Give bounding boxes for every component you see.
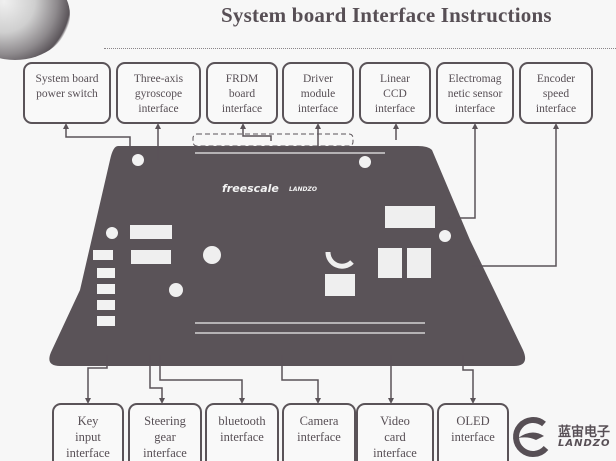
label-line: Camera: [299, 414, 339, 428]
label-line: input: [75, 430, 101, 444]
board-connectors: [130, 206, 435, 297]
label-line: interface: [143, 446, 187, 460]
label-line: module: [300, 88, 336, 100]
label-camera: Camera interface: [282, 403, 356, 461]
label-line: speed: [542, 88, 570, 100]
key-buttons: [93, 250, 115, 326]
label-electromagnetic: Electromag netic sensor interface: [436, 62, 514, 124]
label-video-card: Video card interface: [356, 403, 434, 461]
label-line: Steering: [144, 414, 186, 428]
header-divider: [104, 48, 616, 49]
label-line: interface: [221, 103, 263, 115]
label-encoder: Encoder speed interface: [519, 62, 593, 124]
label-gyroscope: Three-axis gyroscope interface: [116, 62, 201, 124]
label-power-switch: System board power switch: [23, 62, 111, 124]
mount-hole: [132, 154, 144, 166]
label-line: netic sensor: [447, 88, 503, 100]
label-line: Three-axis: [133, 73, 184, 85]
label-bluetooth: bluetooth interface: [205, 403, 279, 461]
label-line: Encoder: [536, 73, 576, 85]
label-key-input: Key input interface: [52, 403, 124, 461]
label-line: System board: [35, 73, 99, 85]
label-line: interface: [454, 103, 496, 115]
label-line: interface: [138, 103, 179, 115]
label-frdm: FRDM board interface: [206, 62, 278, 124]
label-linear-ccd: Linear CCD interface: [359, 62, 431, 124]
label-line: card: [384, 430, 406, 444]
label-line: interface: [451, 430, 495, 444]
label-line: gear: [154, 430, 176, 444]
label-line: interface: [535, 103, 577, 115]
label-line: Video: [380, 414, 410, 428]
logo-latin-text: LANDZO: [558, 438, 611, 449]
label-driver: Driver module interface: [282, 62, 354, 124]
label-line: bluetooth: [218, 414, 266, 428]
label-line: Key: [77, 414, 99, 428]
label-line: interface: [374, 103, 416, 115]
mount-hole: [439, 230, 451, 242]
label-line: interface: [373, 446, 417, 460]
label-line: interface: [66, 446, 110, 460]
label-line: interface: [297, 430, 341, 444]
label-line: Driver: [302, 73, 333, 85]
board-brand-silkscreen: freescale: [222, 182, 279, 195]
system-board: [49, 146, 526, 366]
label-line: power switch: [36, 88, 98, 100]
label-line: gyroscope: [134, 88, 183, 100]
label-line: CCD: [383, 88, 407, 100]
label-line: board: [228, 88, 256, 100]
label-line: Linear: [379, 73, 410, 85]
label-oled: OLED interface: [437, 403, 509, 461]
landzo-logo-icon: [513, 417, 549, 457]
board-vendor-silkscreen: LANDZO: [289, 186, 317, 193]
page-title: System board Interface Instructions: [221, 3, 552, 27]
mount-hole: [106, 227, 118, 239]
label-steering-gear: Steering gear interface: [128, 403, 202, 461]
label-line: FRDM: [225, 73, 259, 85]
label-line: interface: [220, 430, 264, 444]
logo-chinese-text: 蓝宙电子: [558, 425, 611, 440]
label-line: Electromag: [448, 73, 502, 85]
mount-hole: [359, 156, 371, 168]
label-line: OLED: [456, 414, 490, 428]
label-line: interface: [297, 103, 339, 115]
header-pins: [195, 152, 425, 334]
